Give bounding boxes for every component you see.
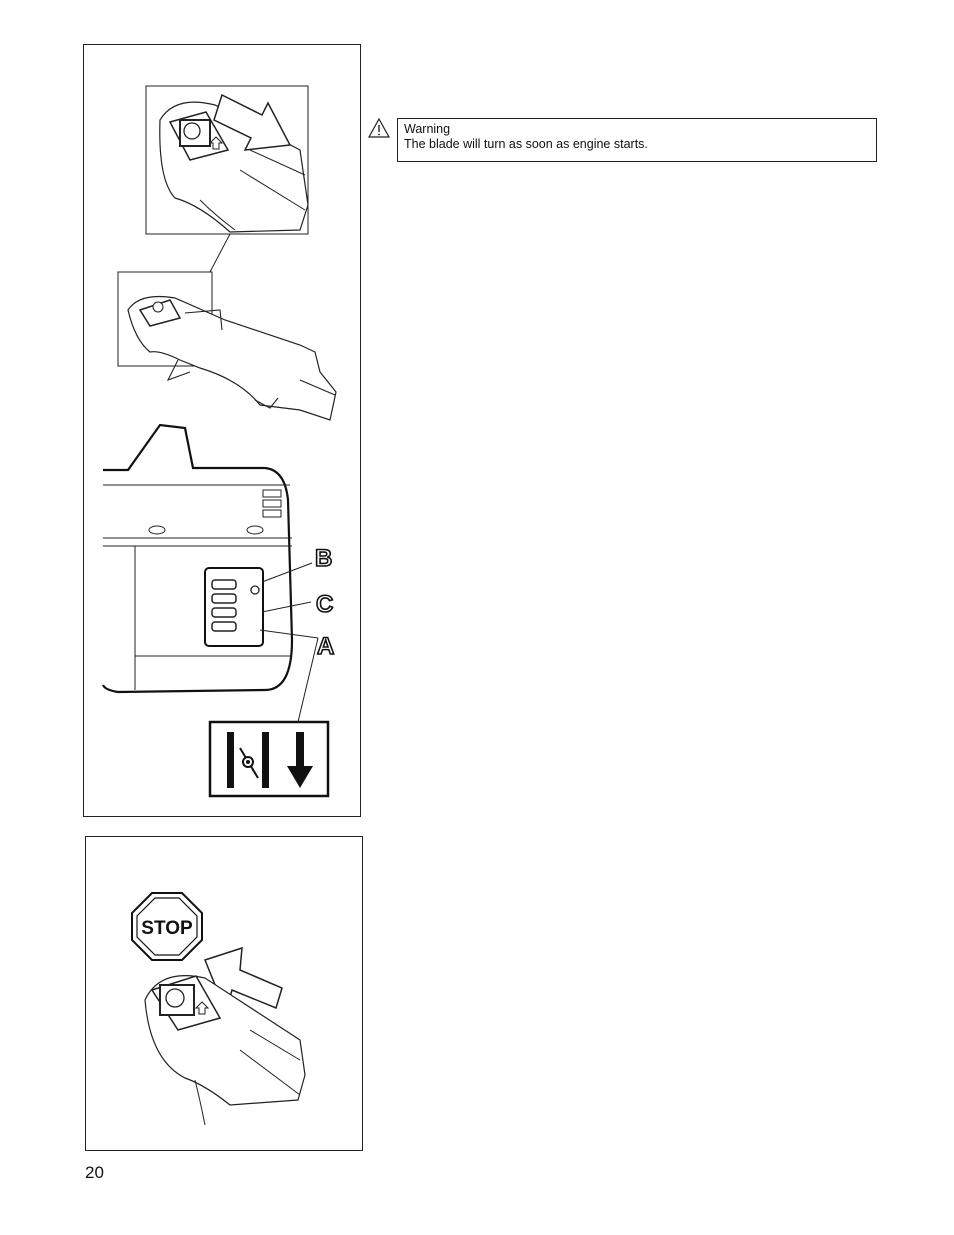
stop-illustration: STOP [0, 0, 954, 1160]
stop-sign-text: STOP [141, 918, 193, 939]
page-number: 20 [85, 1163, 104, 1183]
